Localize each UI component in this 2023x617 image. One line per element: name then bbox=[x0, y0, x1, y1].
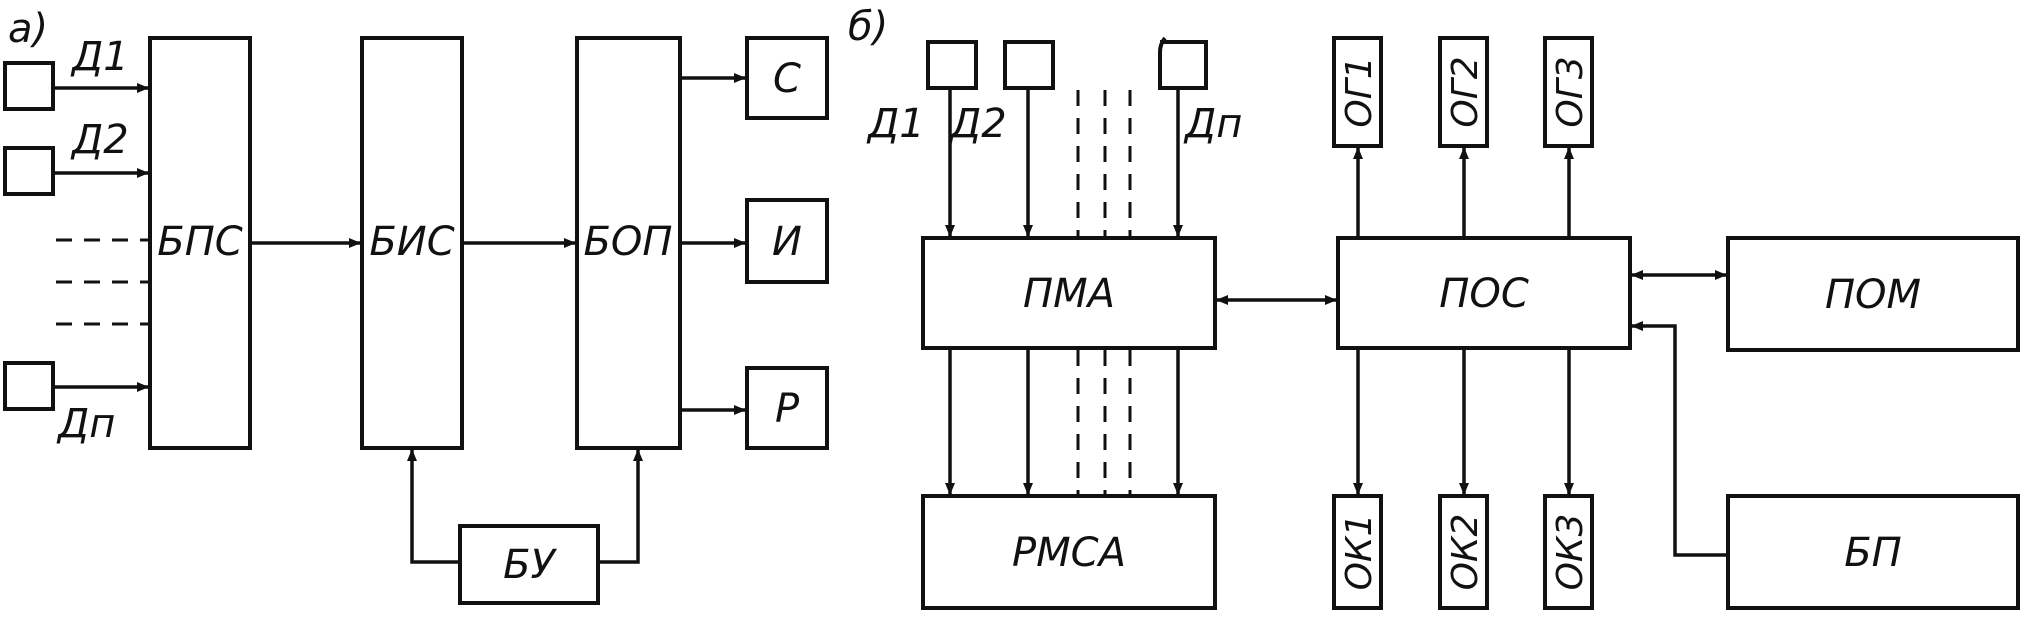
block-pom bbox=[1726, 236, 2020, 352]
sensor-d1-label: Д1 bbox=[70, 34, 129, 80]
block-pma bbox=[921, 236, 1217, 350]
block-pos-label: ПОС bbox=[1439, 271, 1529, 317]
block-og3-label: ОГ3 bbox=[1550, 56, 1591, 127]
diagram-b: б) Д1 Д2 Дп ПМА РМСА ПОС bbox=[848, 4, 2020, 610]
block-ok1 bbox=[1332, 494, 1383, 610]
sensor-dn-label: Дп bbox=[56, 401, 115, 447]
block-pma-label: ПМА bbox=[1023, 271, 1115, 317]
panel-label-a: а) bbox=[8, 6, 48, 52]
diagram-a: а) Д1 Д2 Дп БПС БИС БОП С И Р bbox=[3, 6, 829, 605]
block-rmsa-label: РМСА bbox=[1012, 530, 1126, 576]
block-bp-label: БП bbox=[1844, 530, 1902, 576]
block-r bbox=[745, 366, 829, 450]
block-og2-label: ОГ2 bbox=[1445, 56, 1486, 127]
block-bp bbox=[1726, 494, 2020, 610]
block-og2 bbox=[1438, 36, 1489, 148]
block-i bbox=[745, 198, 829, 284]
block-ok1-label: ОК1 bbox=[1339, 514, 1380, 591]
block-bis-label: БИС bbox=[369, 219, 454, 265]
block-og1-label: ОГ1 bbox=[1339, 56, 1380, 127]
block-bps-label: БПС bbox=[157, 219, 243, 265]
block-ok3-label: ОК3 bbox=[1550, 514, 1591, 591]
panel-label-b: б) bbox=[848, 4, 888, 50]
arrow-bp-pos bbox=[1631, 321, 1728, 557]
block-s bbox=[745, 36, 829, 120]
sensor-d1-box bbox=[3, 61, 55, 111]
block-ok2-label: ОК2 bbox=[1445, 514, 1486, 591]
block-rmsa bbox=[921, 494, 1217, 610]
block-pos bbox=[1336, 236, 1632, 350]
sensor-d2-label: Д2 bbox=[70, 117, 129, 163]
block-r-label: Р bbox=[775, 386, 800, 432]
sensor-d2-label-b: Д2 bbox=[948, 101, 1007, 147]
sensor-d2-box bbox=[3, 146, 55, 196]
block-s-label: С bbox=[773, 56, 801, 102]
sensor-d1-label-b: Д1 bbox=[866, 101, 925, 147]
block-og3 bbox=[1543, 36, 1594, 148]
arrow-bu-bop bbox=[598, 449, 643, 564]
arrow-bu-bis bbox=[407, 449, 460, 564]
block-bop-label: БОП bbox=[583, 219, 672, 265]
block-bu bbox=[458, 524, 600, 605]
block-og1 bbox=[1332, 36, 1383, 148]
block-ok2 bbox=[1438, 494, 1489, 610]
block-ok3 bbox=[1543, 494, 1594, 610]
sensor-dn-label-b: Дп bbox=[1183, 101, 1242, 147]
block-pom-label: ПОМ bbox=[1825, 272, 1921, 318]
sensor-dn-box-b bbox=[1158, 36, 1208, 90]
sensor-d1-box-b bbox=[926, 40, 978, 90]
sensor-dn-box bbox=[3, 361, 55, 411]
sensor-d2-box-b bbox=[1003, 40, 1055, 90]
block-bu-label: БУ bbox=[503, 542, 557, 588]
block-i-label: И bbox=[772, 219, 802, 265]
